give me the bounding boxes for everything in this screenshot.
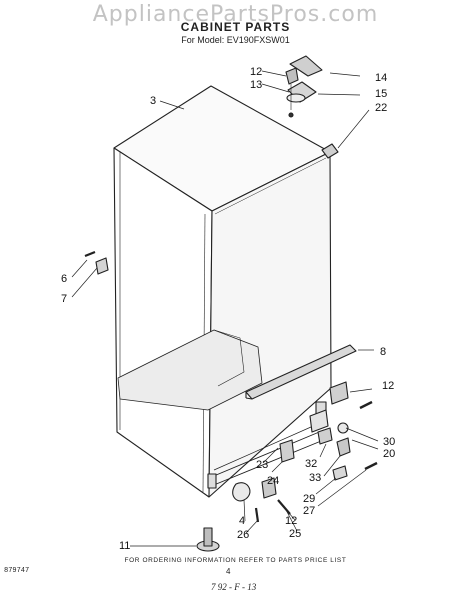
callout-3: 3	[150, 95, 156, 107]
document-code: 879747	[4, 567, 30, 575]
callout-25: 25	[289, 528, 301, 540]
leveling-leg	[196, 527, 220, 552]
callout-33: 33	[309, 472, 321, 484]
callout-labels: 12 14 13 15 3 22 6 7 8 12 30 20 32 33 23…	[61, 66, 395, 552]
callout-15: 15	[375, 88, 387, 100]
callout-29: 29	[303, 493, 315, 505]
callout-13: 13	[250, 79, 262, 91]
side-plug	[321, 143, 339, 159]
page-number: 4	[226, 567, 231, 576]
callout-11: 11	[119, 540, 130, 552]
callout-23: 23	[256, 459, 268, 471]
ordering-note: FOR ORDERING INFORMATION REFER TO PARTS …	[124, 557, 347, 564]
bottom-rails	[207, 401, 329, 489]
right-hardware	[317, 381, 378, 481]
cabinet-shell	[113, 85, 332, 498]
revision-stamp: 7 92 - F - 13	[211, 582, 257, 592]
callout-20: 20	[383, 448, 395, 460]
callout-24: 24	[267, 475, 279, 487]
left-hinge-parts	[84, 250, 109, 275]
leader-lines	[71, 70, 379, 547]
callout-14: 14	[375, 72, 387, 84]
callout-32: 32	[305, 458, 317, 470]
diagram-title: CABINET PARTS	[180, 20, 291, 34]
bottom-hinge-parts	[232, 439, 295, 523]
callout-7: 7	[61, 293, 67, 305]
callout-12-bottom: 12	[285, 515, 297, 527]
callout-8: 8	[380, 346, 386, 358]
top-hinge-assembly	[285, 55, 323, 118]
callout-26: 26	[237, 529, 249, 541]
callout-12-top: 12	[250, 66, 262, 78]
watermark: AppliancePartsPros.com	[92, 2, 379, 27]
callout-4: 4	[239, 515, 245, 527]
callout-6: 6	[61, 273, 67, 285]
callout-22: 22	[375, 102, 387, 114]
model-subtitle: For Model: EV190FXSW01	[181, 35, 290, 45]
callout-30: 30	[383, 436, 395, 448]
callout-12-right: 12	[382, 380, 394, 392]
callout-27: 27	[303, 505, 315, 517]
front-rail	[245, 344, 357, 400]
